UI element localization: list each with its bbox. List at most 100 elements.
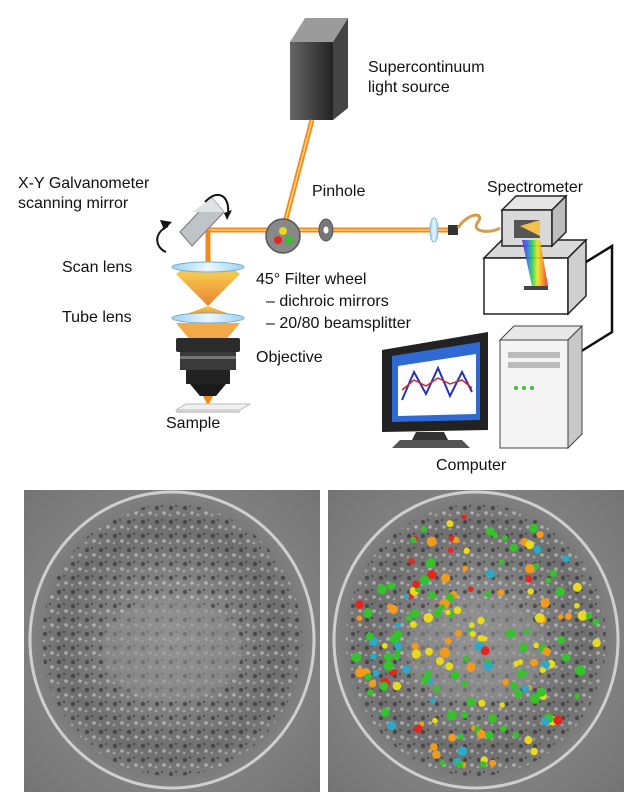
spectral-spot	[481, 636, 488, 642]
spectral-spot	[446, 710, 457, 721]
spectral-spot	[393, 630, 403, 640]
spectral-spot	[467, 586, 474, 592]
spectral-spot	[383, 652, 393, 662]
source-label-line2: light source	[368, 79, 450, 96]
spectral-spot	[457, 733, 464, 740]
spectral-spot	[461, 514, 467, 520]
spectral-spot	[463, 655, 470, 662]
spectral-spot	[351, 652, 362, 663]
galvo-label-line1: X-Y Galvanometer	[18, 175, 150, 192]
filter-wheel-label-line2: – dichroic mirrors	[266, 293, 389, 310]
computer-monitor	[382, 332, 488, 448]
rotate-arrow-icon	[224, 210, 232, 220]
spectral-spot	[432, 750, 441, 759]
spectral-spot	[525, 564, 535, 574]
spectral-spot	[432, 717, 438, 724]
spectral-spot	[476, 729, 486, 739]
spectral-spot	[395, 622, 401, 629]
spectral-spot	[528, 523, 539, 533]
spectral-spot	[574, 602, 580, 609]
spectral-spot	[424, 670, 432, 678]
spectrometer	[482, 194, 588, 316]
spectral-spot	[484, 591, 491, 598]
spectral-spot	[405, 615, 412, 622]
spectral-spot	[430, 698, 436, 704]
cell-image-left	[24, 490, 320, 792]
spectral-spot	[439, 604, 445, 610]
spectral-spot	[549, 570, 557, 577]
spectral-spot	[484, 658, 491, 665]
spectral-spot	[477, 616, 485, 625]
spectral-spot	[421, 675, 430, 684]
scan-lens	[171, 261, 245, 273]
supercontinuum-source	[290, 18, 348, 120]
spectral-spot	[533, 545, 542, 554]
objective-label: Objective	[256, 349, 323, 366]
spectral-spot	[439, 760, 445, 766]
computer-label: Computer	[436, 457, 507, 474]
spectral-spot	[403, 593, 410, 600]
spectral-spot	[530, 747, 538, 756]
spectral-spot	[370, 653, 377, 660]
spectral-spot	[368, 680, 377, 688]
spectral-spot	[372, 669, 380, 677]
spectral-spot	[453, 606, 462, 615]
spectral-spot	[530, 658, 538, 667]
spectral-spot	[486, 569, 495, 579]
spectral-spot	[497, 589, 505, 597]
spectral-spot	[419, 575, 430, 585]
spectral-spot	[395, 648, 401, 654]
spectral-spot	[541, 717, 550, 726]
spectral-spot	[479, 761, 487, 768]
spectral-spot	[450, 670, 460, 680]
spectral-spot	[557, 636, 565, 644]
spectral-spot	[555, 586, 565, 597]
spectral-spot	[572, 582, 582, 592]
pinhole-label: Pinhole	[312, 183, 365, 200]
spectral-spot	[430, 743, 438, 751]
spectral-spot	[447, 547, 454, 553]
spectral-spot	[541, 660, 549, 668]
spectral-spot	[498, 559, 505, 566]
spectral-spot	[558, 614, 564, 620]
spectral-spot	[425, 647, 433, 656]
spectral-spot	[379, 681, 389, 691]
spectral-spot	[388, 670, 394, 676]
spectral-spot	[446, 520, 454, 528]
spectral-spot	[562, 555, 570, 563]
spectral-spot	[380, 707, 390, 717]
spectral-spot	[512, 731, 520, 739]
spectral-spot	[444, 637, 452, 645]
spectral-spot	[427, 569, 437, 580]
spectral-spot	[585, 612, 593, 620]
spectral-spot	[502, 535, 508, 541]
spectral-spot	[525, 575, 533, 583]
spectral-spot	[521, 685, 530, 693]
sample-label: Sample	[166, 415, 220, 432]
spectral-spot	[462, 565, 468, 572]
fiber-coupler	[448, 213, 501, 235]
spectral-spot	[519, 643, 528, 653]
spectral-spot	[529, 693, 541, 704]
filter-wheel	[265, 218, 301, 254]
spectrometer-label: Spectrometer	[487, 179, 584, 196]
spectral-spot	[452, 536, 460, 544]
spectral-spot	[365, 632, 374, 641]
spectral-spot	[486, 526, 495, 536]
spectral-spot	[592, 618, 599, 626]
spectral-spot	[485, 731, 494, 740]
spectral-spot	[414, 724, 423, 733]
spectral-spot	[575, 665, 586, 676]
tube-lens-label: Tube lens	[62, 309, 132, 326]
diagram-labels: Supercontinuum light source X-Y Galvanom…	[18, 59, 584, 474]
spectral-spot	[533, 642, 540, 649]
spectral-spot	[448, 535, 455, 541]
spectral-spot	[540, 598, 550, 608]
spectral-spot	[545, 577, 552, 584]
spectral-spot	[523, 628, 530, 635]
spectral-spot	[542, 647, 551, 656]
spectral-spot	[411, 649, 421, 659]
spectral-spot	[363, 608, 373, 618]
spectral-spot	[460, 711, 468, 719]
